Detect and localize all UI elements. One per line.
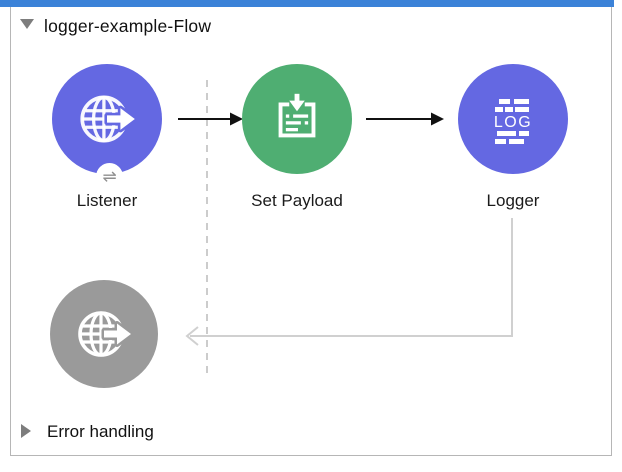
- node-http-response[interactable]: [50, 280, 158, 388]
- node-listener[interactable]: [52, 64, 162, 174]
- http-globe-arrow-icon: [80, 95, 138, 143]
- flow-title[interactable]: logger-example-Flow: [44, 16, 212, 36]
- error-handling-label[interactable]: Error handling: [47, 422, 154, 441]
- set-payload-icon: [278, 93, 316, 138]
- logger-icon: LOG: [494, 99, 532, 144]
- flow-selection-bar: [0, 0, 614, 7]
- error-handling-expand-triangle-right-icon[interactable]: [21, 424, 31, 438]
- node-set-payload[interactable]: [242, 64, 352, 174]
- logger-icon-text: LOG: [494, 114, 532, 131]
- node-label-set-payload[interactable]: Set Payload: [251, 191, 343, 210]
- node-label-listener[interactable]: Listener: [76, 191, 138, 210]
- node-logger[interactable]: LOG: [458, 64, 568, 174]
- node-label-logger[interactable]: Logger: [486, 191, 540, 210]
- listener-exchange-badge-icon: ⇌: [96, 163, 123, 190]
- flow-collapse-triangle-down-icon[interactable]: [20, 19, 34, 29]
- http-globe-arrow-icon: [78, 311, 134, 357]
